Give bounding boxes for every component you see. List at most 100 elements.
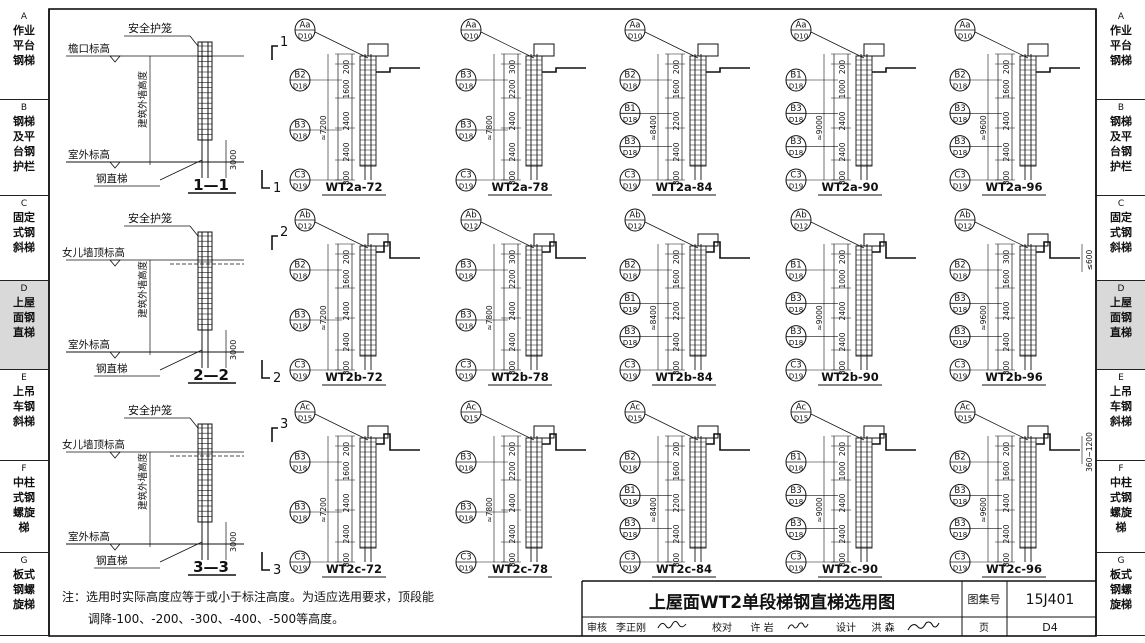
callout-page-ref: D18 (789, 465, 803, 473)
callout-page-ref: D10 (464, 33, 478, 41)
callout-detail-id: B2 (294, 261, 305, 271)
dim-value: 2400 (838, 524, 847, 543)
callout-detail-id: B3 (294, 311, 305, 321)
reviewer-name: 李正刚 (616, 621, 646, 634)
cap-leader (974, 221, 1029, 249)
cut-mark-bottom (261, 170, 270, 189)
callout-page-ref: D12 (794, 223, 808, 231)
total-height: ≈7200 (319, 115, 328, 141)
top-handrail (863, 425, 885, 439)
callout-detail-id: Aa (629, 21, 640, 31)
dim-value: 1600 (1002, 269, 1011, 288)
callout-page-ref: D18 (623, 306, 637, 314)
callout-detail-id: Ab (795, 211, 806, 221)
page-number: D4 (1042, 621, 1057, 634)
parapet-edge (376, 241, 420, 259)
ladder-variant-wt2b-96: AbD12B2D18B3D18B3D18C3D19300160024002400… (949, 208, 1094, 386)
dim-value: 1600 (672, 269, 681, 288)
dim-value: 200 (838, 250, 847, 265)
dim-value: 800 (342, 361, 351, 376)
dim-value: 1600 (672, 461, 681, 480)
cap-leader (480, 413, 535, 441)
side-tab-letter: A (20, 12, 28, 22)
callout-page-ref: D18 (953, 465, 967, 473)
parapet-edge (1036, 433, 1080, 451)
dim-value: 1600 (342, 461, 351, 480)
ladder-variant-wt2a-78: AaD10B3D18B3D18C3D19300220024002400800≈7… (455, 18, 586, 196)
ladder-code: WT2a-96 (985, 180, 1042, 194)
dim-value: 2400 (1002, 111, 1011, 130)
callout-detail-id: Ab (299, 211, 310, 221)
note-line-1: 注：选用时实际高度应等于或小于标注高度。为适应选用要求，顶段能 (62, 590, 435, 604)
side-tab-letter: C (1117, 199, 1125, 209)
dim-value: 2200 (672, 111, 681, 130)
ladder-variant-wt2c-78: AcD15B3D18B3D18C3D19200220024002400800≈7… (455, 400, 586, 578)
dim-value: 200 (342, 60, 351, 75)
dim-value: 200 (1002, 60, 1011, 75)
total-height: ≈9000 (815, 305, 824, 331)
side-tab-letter: D (1117, 284, 1125, 294)
top-handrail (697, 233, 719, 247)
ladder-code: WT2b-72 (325, 370, 383, 384)
callout-page-ref: D19 (789, 183, 803, 191)
callout-page-ref: D18 (953, 339, 967, 347)
roof-edge (706, 67, 750, 73)
top-handrail (697, 43, 719, 57)
callout-page-ref: D18 (623, 83, 637, 91)
dim-value: 800 (838, 553, 847, 568)
drawing-title: 上屋面WT2单段梯钢直梯选用图 (649, 592, 895, 613)
callout-detail-id: B2 (624, 453, 635, 463)
callout-detail-id: B3 (954, 104, 965, 114)
dim-value: 2400 (672, 524, 681, 543)
callout-detail-id: B3 (790, 104, 801, 114)
dim-value: 2400 (342, 301, 351, 320)
callout-page-ref: D18 (623, 339, 637, 347)
ladder-leader (159, 159, 203, 181)
dim-value: 800 (508, 171, 517, 186)
cut-mark-bottom (261, 552, 270, 571)
cage-body (525, 245, 543, 357)
callout-page-ref: D19 (953, 565, 967, 573)
page-label: 页 (979, 622, 989, 634)
cage-leader-tail (189, 35, 199, 47)
ladder-leader (159, 349, 203, 371)
cap-leader (644, 413, 699, 441)
dim-value: 200 (342, 442, 351, 457)
cage-outline (197, 41, 213, 141)
total-height: ≈7800 (485, 115, 494, 141)
callout-page-ref: D18 (623, 273, 637, 281)
cap-leader (314, 413, 369, 441)
cap-leader (974, 31, 1029, 59)
dim-value: 800 (342, 171, 351, 186)
checker-signature (787, 622, 809, 630)
cut-number-top: 2 (280, 225, 288, 240)
ladder-label: 钢直梯 (96, 362, 128, 375)
callout-page-ref: D15 (628, 415, 642, 423)
